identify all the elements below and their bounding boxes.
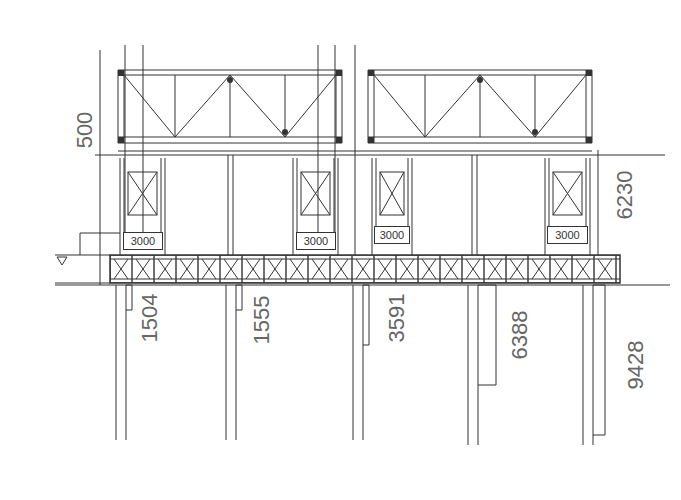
dimension-number: 6388 bbox=[509, 311, 531, 360]
dimension-number: 1555 bbox=[251, 296, 273, 345]
dimension-label: 3000 bbox=[131, 236, 155, 247]
dimension-label: 3000 bbox=[555, 230, 579, 241]
dimension-number: 1504 bbox=[139, 294, 161, 343]
tower-base-box: 3000 bbox=[547, 226, 588, 244]
tower-base-box: 3000 bbox=[296, 232, 336, 250]
dimension-number: 500 bbox=[74, 112, 96, 149]
dimension-number: 3591 bbox=[386, 294, 408, 343]
dimension-label: 3000 bbox=[304, 236, 328, 247]
dimension-number: 9428 bbox=[625, 341, 647, 390]
tower-base-box: 3000 bbox=[123, 232, 163, 250]
dimension-number: 6230 bbox=[614, 171, 636, 220]
tower-base-box: 3000 bbox=[374, 226, 410, 244]
dimension-label: 3000 bbox=[380, 230, 404, 241]
